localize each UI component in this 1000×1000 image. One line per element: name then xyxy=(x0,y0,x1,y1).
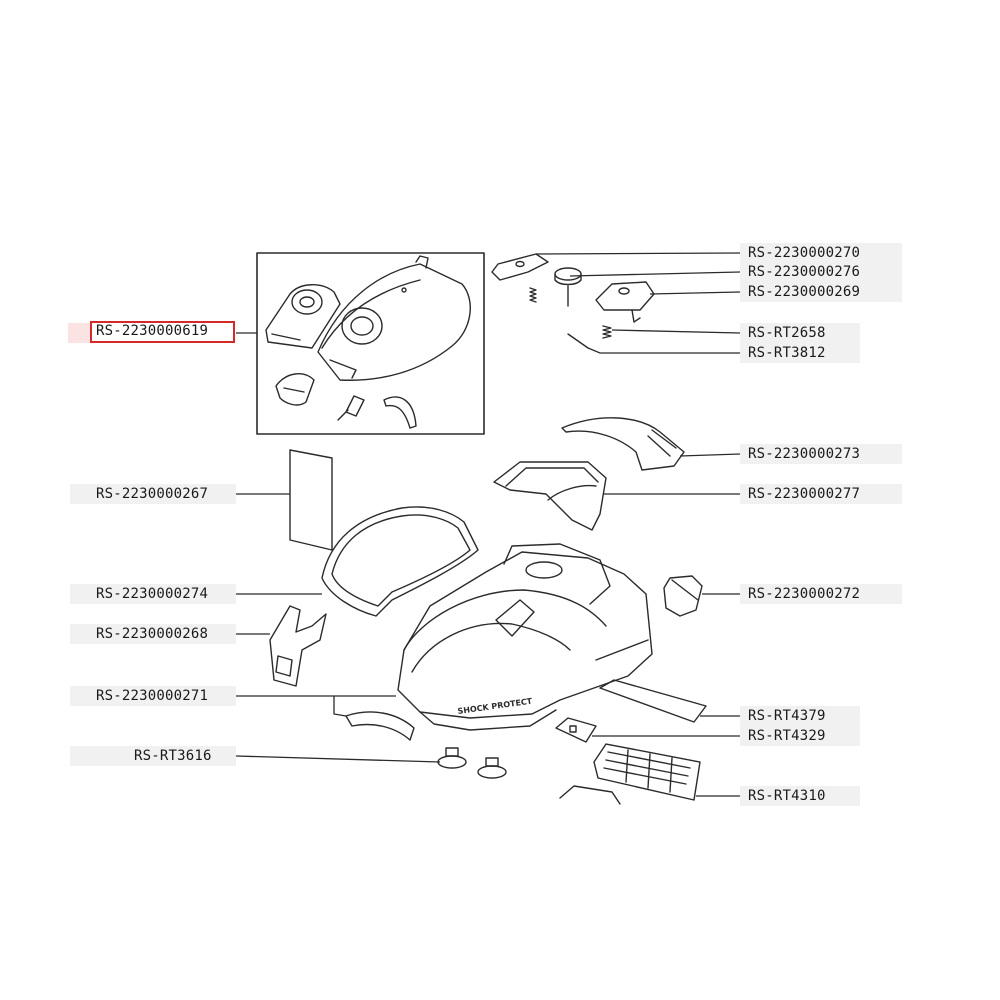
part-label[interactable]: RS-RT4379 xyxy=(740,706,860,726)
part-label[interactable]: RS-2230000270 xyxy=(740,243,902,263)
leader-line xyxy=(535,252,741,255)
highlight-strip xyxy=(68,323,90,343)
button-part xyxy=(595,281,655,323)
leader-line xyxy=(587,347,740,354)
leader-line xyxy=(679,453,741,457)
main-body-part xyxy=(397,543,653,731)
part-label[interactable]: RS-2230000276 xyxy=(740,262,902,282)
leader-line xyxy=(333,696,347,717)
small-spring-part xyxy=(529,287,537,303)
latch-cover-part xyxy=(491,253,549,281)
assembly-box xyxy=(256,252,485,435)
part-label[interactable]: RS-RT3812 xyxy=(740,343,860,363)
small-clip-part xyxy=(275,373,315,406)
part-label[interactable]: RS-2230000267 xyxy=(70,484,236,504)
curved-side-part xyxy=(345,711,415,741)
part-label[interactable]: RS-2230000277 xyxy=(740,484,902,504)
handle-part xyxy=(561,417,685,471)
part-label[interactable]: RS-2230000273 xyxy=(740,444,902,464)
hepa-filter-part xyxy=(593,743,701,801)
curved-latch-part xyxy=(383,396,417,429)
wheel-part xyxy=(437,747,507,779)
knob-part xyxy=(554,267,582,307)
part-label[interactable]: RS-RT4329 xyxy=(740,726,860,746)
part-label[interactable]: RS-2230000272 xyxy=(740,584,902,604)
foam-filter-part xyxy=(599,679,707,723)
rubber-part xyxy=(663,575,703,617)
filter-panel-part xyxy=(289,449,333,551)
leader-line xyxy=(611,329,741,334)
button-cover-part xyxy=(265,284,341,349)
part-label[interactable]: RS-RT4310 xyxy=(740,786,860,806)
handle-frame-part xyxy=(493,461,607,531)
lower-part xyxy=(559,785,621,805)
part-label[interactable]: RS-2230000271 xyxy=(70,686,236,706)
seal-gasket-part xyxy=(321,506,479,617)
part-label[interactable]: RS-RT2658 xyxy=(740,323,860,343)
spring-part xyxy=(602,325,612,339)
top-cover-part xyxy=(317,255,471,381)
part-label[interactable]: RS-2230000274 xyxy=(70,584,236,604)
leader-line xyxy=(649,291,741,295)
part-label[interactable]: RS-2230000269 xyxy=(740,282,902,302)
part-label[interactable]: RS-2230000268 xyxy=(70,624,236,644)
pin-part xyxy=(567,333,589,349)
part-label-selected[interactable]: RS-2230000619 xyxy=(90,321,235,343)
pcb-part xyxy=(555,717,597,743)
bracket-part xyxy=(269,605,327,687)
part-label[interactable]: RS-RT3616 xyxy=(70,746,236,766)
embossed-text: SHOCK PROTECT xyxy=(457,697,533,716)
leader-line xyxy=(569,271,741,277)
leader-line xyxy=(235,755,441,763)
cable-plug-part xyxy=(337,395,365,421)
